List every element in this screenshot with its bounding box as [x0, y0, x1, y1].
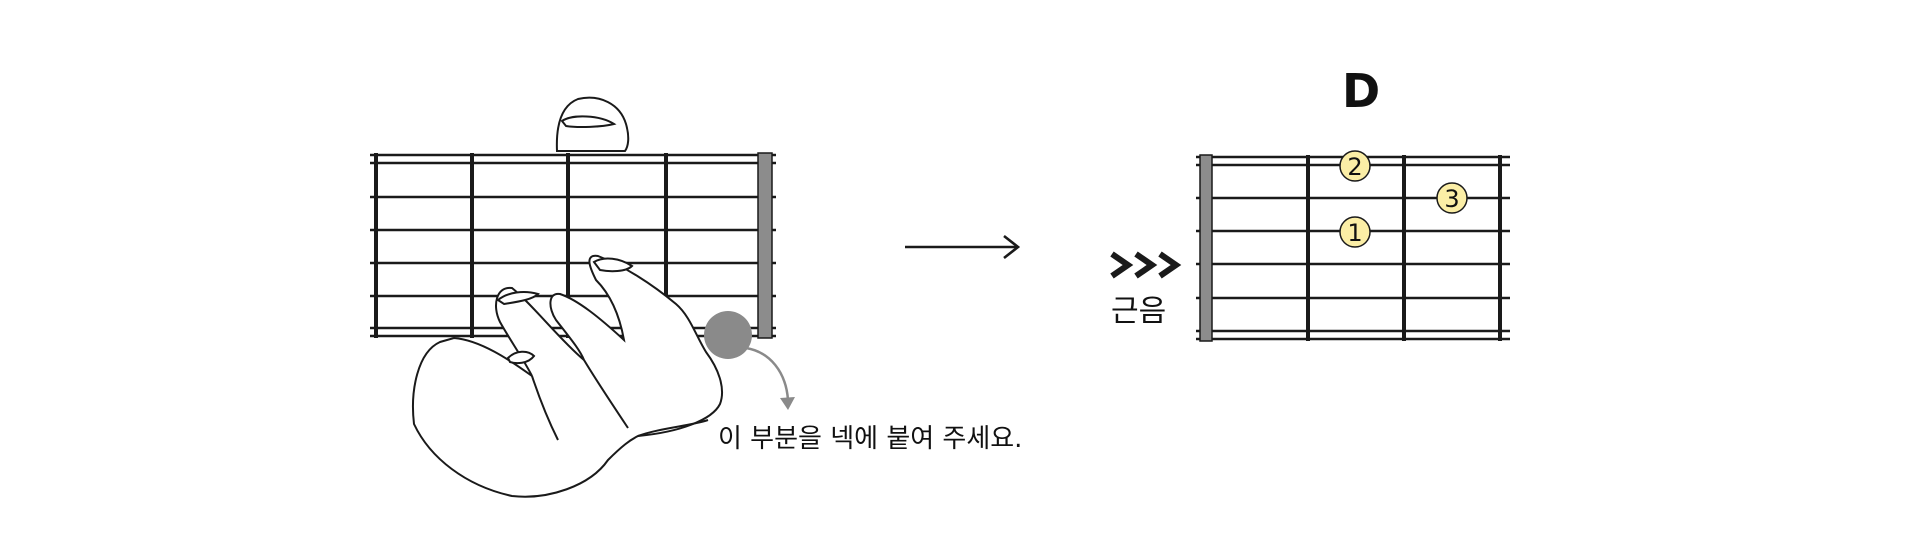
left-nut	[757, 152, 773, 339]
chord-nut	[1199, 154, 1213, 342]
neck-contact-spot	[704, 311, 752, 359]
finger-marker: 3	[1436, 182, 1468, 214]
root-note-label: 근음	[1111, 294, 1167, 329]
finger-marker-number: 2	[1347, 153, 1362, 181]
instruction-caption: 이 부분을 넥에 붙여 주세요.	[718, 424, 1023, 454]
chord-name: D	[1342, 64, 1381, 118]
thumb-drawing	[555, 96, 630, 152]
chord-strings	[1196, 155, 1510, 341]
root-chevrons	[1110, 251, 1182, 279]
hand-drawing	[412, 254, 724, 498]
finger-marker-number: 3	[1444, 185, 1459, 213]
left-fretboard-strings	[370, 153, 776, 338]
finger-marker: 1	[1339, 216, 1371, 248]
contact-arrow	[745, 346, 795, 410]
finger-marker: 2	[1339, 150, 1371, 182]
chord-frets	[1306, 155, 1502, 341]
left-fretboard	[370, 152, 776, 339]
chord-chart: 2 3 1	[1196, 150, 1510, 342]
transition-arrow	[905, 234, 1021, 260]
finger-marker-number: 1	[1347, 219, 1362, 247]
